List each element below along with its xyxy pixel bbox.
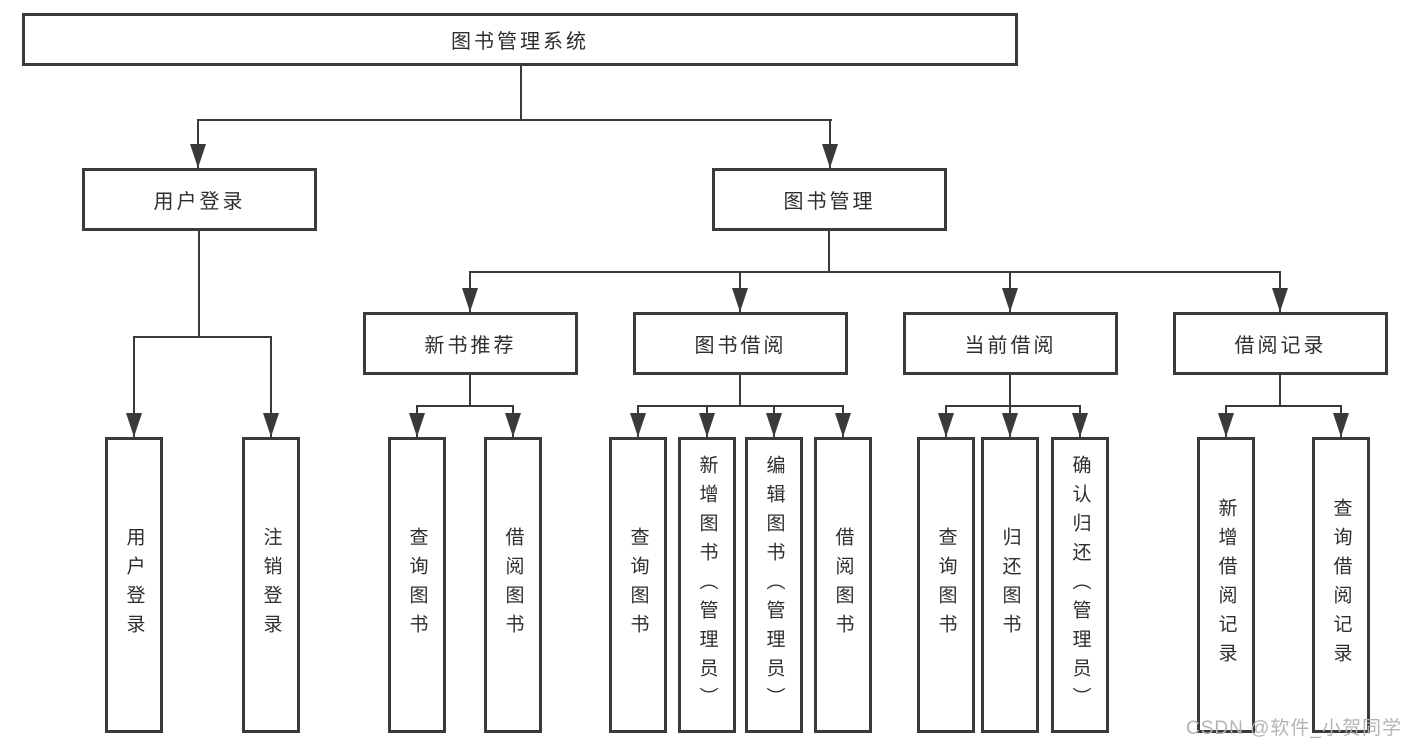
node-book-management-branch: 图书管理 [712, 168, 947, 231]
connector-line [469, 271, 1281, 273]
arrow-down-icon [1002, 288, 1018, 312]
leaf-edit-books-admin: 编辑图书（管理员） [745, 437, 803, 733]
arrow-down-icon [822, 144, 838, 168]
node-root-book-management-system: 图书管理系统 [22, 13, 1018, 66]
connector-line [739, 375, 741, 406]
node-current-borrowing: 当前借阅 [903, 312, 1118, 375]
arrow-down-icon [699, 413, 715, 437]
leaf-add-books-admin: 新增图书（管理员） [678, 437, 736, 733]
arrow-down-icon [630, 413, 646, 437]
arrow-down-icon [1218, 413, 1234, 437]
connector-line [1009, 375, 1011, 406]
leaf-query-books-2: 查询图书 [609, 437, 667, 733]
connector-line [416, 405, 514, 407]
leaf-user-login: 用户登录 [105, 437, 163, 733]
arrow-down-icon [1333, 413, 1349, 437]
arrow-down-icon [938, 413, 954, 437]
arrow-down-icon [409, 413, 425, 437]
leaf-query-borrow-record: 查询借阅记录 [1312, 437, 1370, 733]
connector-line [270, 336, 272, 437]
connector-line [469, 375, 471, 406]
csdn-watermark: CSDN @软件_小贺同学 [1186, 718, 1402, 739]
connector-line [197, 119, 832, 121]
arrow-down-icon [126, 413, 142, 437]
arrow-down-icon [732, 288, 748, 312]
node-user-login-branch: 用户登录 [82, 168, 317, 231]
arrow-down-icon [190, 144, 206, 168]
leaf-add-borrow-record: 新增借阅记录 [1197, 437, 1255, 733]
arrow-down-icon [263, 413, 279, 437]
arrow-down-icon [766, 413, 782, 437]
leaf-query-books-3: 查询图书 [917, 437, 975, 733]
connector-line [197, 119, 199, 168]
connector-line [637, 405, 844, 407]
leaf-borrow-books-1: 借阅图书 [484, 437, 542, 733]
arrow-down-icon [835, 413, 851, 437]
connector-line [133, 336, 135, 437]
leaf-logout: 注销登录 [242, 437, 300, 733]
node-borrowing-records: 借阅记录 [1173, 312, 1388, 375]
connector-line [828, 231, 830, 272]
connector-line [198, 231, 200, 337]
arrow-down-icon [1002, 413, 1018, 437]
arrow-down-icon [1072, 413, 1088, 437]
leaf-confirm-return-admin: 确认归还（管理员） [1051, 437, 1109, 733]
connector-line [829, 119, 831, 168]
arrow-down-icon [505, 413, 521, 437]
connector-line [945, 405, 1081, 407]
leaf-return-books: 归还图书 [981, 437, 1039, 733]
node-new-book-recommendation: 新书推荐 [363, 312, 578, 375]
connector-line [520, 66, 522, 120]
leaf-query-books-1: 查询图书 [388, 437, 446, 733]
leaf-borrow-books-2: 借阅图书 [814, 437, 872, 733]
arrow-down-icon [1272, 288, 1288, 312]
connector-line [1279, 375, 1281, 406]
node-book-borrowing: 图书借阅 [633, 312, 848, 375]
connector-line [133, 336, 272, 338]
connector-line [1225, 405, 1342, 407]
arrow-down-icon [462, 288, 478, 312]
